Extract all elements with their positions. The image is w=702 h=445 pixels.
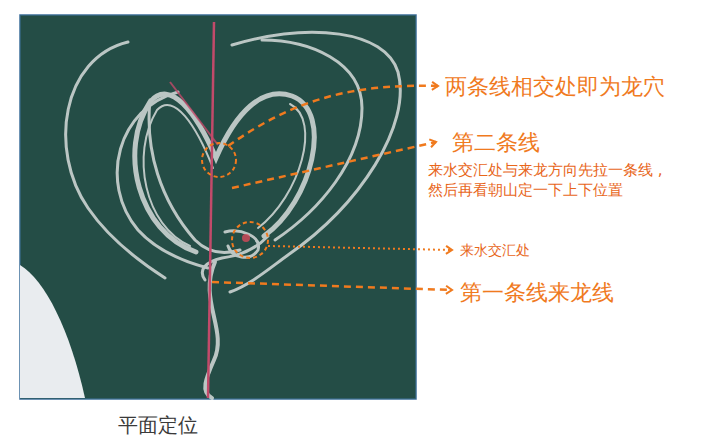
dragon-line <box>208 22 214 398</box>
callout-label: 来水交汇处 <box>460 241 530 260</box>
highlight-circle <box>232 222 268 258</box>
caption: 平面定位 <box>118 412 198 439</box>
callout-label: 第一条线来龙线 <box>460 278 614 308</box>
leader-lines <box>212 86 452 290</box>
callout-label: 两条线相交处即为龙穴 <box>445 72 665 102</box>
callout-label: 第二条线 <box>452 128 540 158</box>
board <box>20 15 416 399</box>
highlight-circle <box>202 143 236 177</box>
shirt <box>20 265 85 398</box>
chalk-lines <box>66 32 401 398</box>
second-line <box>170 82 218 145</box>
note-text: 来水交汇处与来龙方向先拉一条线 ,然后再看朝山定一下上下位置 <box>428 160 664 200</box>
